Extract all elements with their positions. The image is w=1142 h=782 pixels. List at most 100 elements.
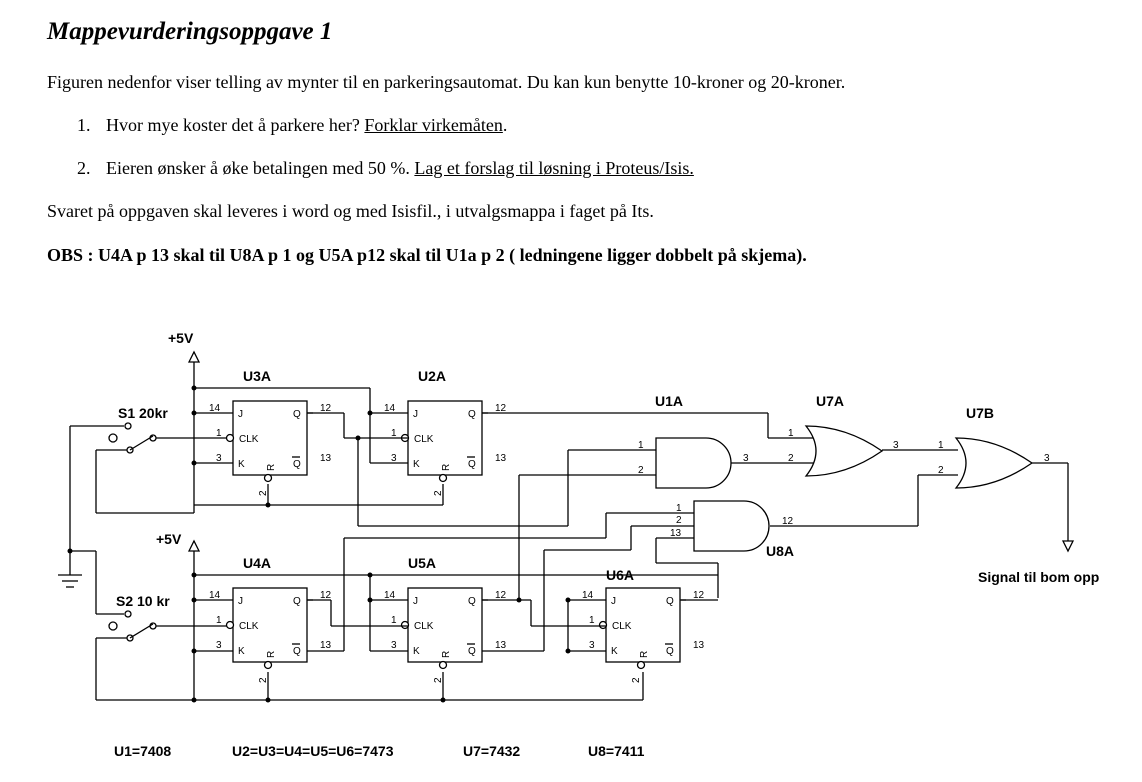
pin-clk: CLK [239,621,259,632]
svg-text:U8A: U8A [766,543,794,559]
pin-r: R [441,464,452,471]
svg-text:1: 1 [788,428,794,439]
gate-u1a: U1A 1 2 3 [638,393,749,489]
pin-k: K [238,459,245,470]
part-u2-u6: U2=U3=U4=U5=U6=7473 [232,743,394,759]
svg-text:U7B: U7B [966,405,994,421]
svg-text:+5V: +5V [168,330,194,346]
task-text: Hvor mye koster det å parkere her? Forkl… [106,115,507,136]
pin-num-r: 2 [258,677,269,683]
svg-text:2: 2 [938,465,944,476]
clock-bubble [225,433,235,443]
part-u7: U7=7432 [463,743,520,759]
pin-r: R [266,651,277,658]
gate-u7a: U7A 1 2 3 [788,393,899,477]
pin-k: K [413,459,420,470]
pin-num-k: 3 [216,453,222,464]
pin-num-clk: 1 [216,428,222,439]
pin-num-r: 2 [631,677,642,683]
task-punctuation: . [502,115,508,135]
pin-num-k: 3 [391,640,397,651]
reset-bubble [438,660,448,670]
pin-qbar: Q [666,646,674,657]
pin-j: J [611,596,616,607]
clock-bubble [400,620,410,630]
svg-text:S2 10 kr: S2 10 kr [116,593,170,609]
pin-num-qbar: 13 [320,453,332,464]
task-question: Hvor mye koster det å parkere her? [106,115,365,135]
pin-qbar: Q [293,646,301,657]
task-number: 1. [77,115,91,135]
pin-num-qbar: 13 [495,453,507,464]
svg-text:12: 12 [782,516,794,527]
pin-num-q: 12 [495,403,507,414]
pin-num-r: 2 [433,490,444,496]
pin-num-r: 2 [433,677,444,683]
svg-text:1: 1 [938,440,944,451]
delivery-paragraph: Svaret på oppgaven skal leveres i word o… [47,201,654,221]
pin-j: J [238,596,243,607]
ground-symbol [58,426,82,588]
svg-text:S1 20kr: S1 20kr [118,405,168,421]
flipflop-label: U5A [408,555,436,571]
pin-j: J [413,409,418,420]
pin-num-j: 14 [209,590,221,601]
pin-num-clk: 1 [589,615,595,626]
flipflop-label: U3A [243,368,271,384]
svg-text:1: 1 [676,503,682,514]
gate-u7b: U7B 1 2 3 [938,405,1050,489]
pin-clk: CLK [612,621,632,632]
pin-q: Q [666,596,674,607]
flipflop-body [407,400,483,476]
task-question: Eieren ønsker å øke betalingen med 50 %. [106,158,415,178]
pin-num-clk: 1 [216,615,222,626]
part-u1: U1=7408 [114,743,171,759]
pin-num-k: 3 [589,640,595,651]
pin-k: K [611,646,618,657]
gate-u8a: U8A 1 2 13 12 [670,500,794,559]
pin-qbar: Q [468,646,476,657]
svg-text:U7A: U7A [816,393,844,409]
supply-top: +5V [168,330,201,505]
pin-num-clk: 1 [391,615,397,626]
svg-text:+5V: +5V [156,531,182,547]
pin-j: J [413,596,418,607]
obs-paragraph: OBS : U4A p 13 skal til U8A p 1 og U5A p… [47,245,807,265]
svg-text:2: 2 [676,515,682,526]
pin-q: Q [468,409,476,420]
switch-s1: S1 20kr [70,405,233,514]
svg-text:U1A: U1A [655,393,683,409]
pin-num-clk: 1 [391,428,397,439]
pin-num-q: 12 [693,590,705,601]
pin-qbar: Q [468,459,476,470]
flipflop-label: U6A [606,567,634,583]
page-title: Mappevurderingsoppgave 1 [47,18,333,45]
pin-num-k: 3 [216,640,222,651]
pin-num-qbar: 13 [495,640,507,651]
intro-paragraph: Figuren nedenfor viser telling av mynter… [47,72,846,92]
reset-bubble [263,473,273,483]
pin-num-j: 14 [384,590,396,601]
svg-text:2: 2 [638,465,644,476]
pin-clk: CLK [239,434,259,445]
pin-num-q: 12 [495,590,507,601]
svg-text:2: 2 [788,453,794,464]
pin-num-q: 12 [320,590,332,601]
svg-text:Signal til bom opp: Signal til bom opp [978,569,1099,585]
pin-qbar: Q [293,459,301,470]
svg-text:13: 13 [670,528,682,539]
flipflop-label: U4A [243,555,271,571]
pin-k: K [413,646,420,657]
clock-bubble [225,620,235,630]
reset-bubble [438,473,448,483]
supply-bottom: +5V [156,531,201,700]
pin-clk: CLK [414,434,434,445]
reset-bubble [636,660,646,670]
pin-num-j: 14 [582,590,594,601]
